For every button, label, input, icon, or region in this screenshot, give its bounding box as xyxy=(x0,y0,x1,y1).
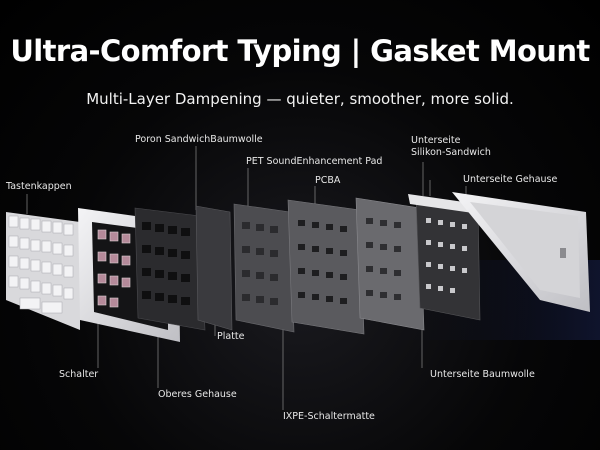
label-unterseite-baumwolle: Unterseite Baumwolle xyxy=(430,369,535,380)
label-ixpe: IXPE-Schaltermatte xyxy=(283,411,375,422)
bottom-cotton-layer xyxy=(415,195,481,321)
label-pet: PET SoundEnhancement Pad xyxy=(246,156,383,167)
label-unterseite-silikon-line2: Silikon-Sandwich xyxy=(411,147,491,158)
ixpe-layer xyxy=(355,197,425,331)
label-unterseite-gehause: Unterseite Gehause xyxy=(463,174,558,185)
page-title: Ultra-Comfort Typing | Gasket Mount xyxy=(10,34,590,68)
label-pcba: PCBA xyxy=(315,175,341,186)
label-poron: Poron SandwichBaumwolle xyxy=(135,134,263,145)
leader-lines xyxy=(26,146,467,410)
poron-layer xyxy=(134,207,206,331)
silicone-sandwich-layer xyxy=(408,194,480,214)
label-schalter: Schalter xyxy=(59,369,99,380)
label-tastenkappen: Tastenkappen xyxy=(6,181,72,192)
plate-layer xyxy=(195,205,233,331)
pcba-layer xyxy=(287,199,365,335)
page-subtitle: Multi-Layer Dampening — quieter, smoothe… xyxy=(86,90,514,108)
label-unterseite-silikon-line1: Unterseite xyxy=(411,135,461,146)
bottom-case-layer xyxy=(452,192,590,312)
label-platte: Platte xyxy=(217,331,245,342)
keycaps-layer xyxy=(6,212,80,330)
pet-pad-layer xyxy=(233,203,295,333)
label-oberes-gehause: Oberes Gehause xyxy=(158,389,237,400)
